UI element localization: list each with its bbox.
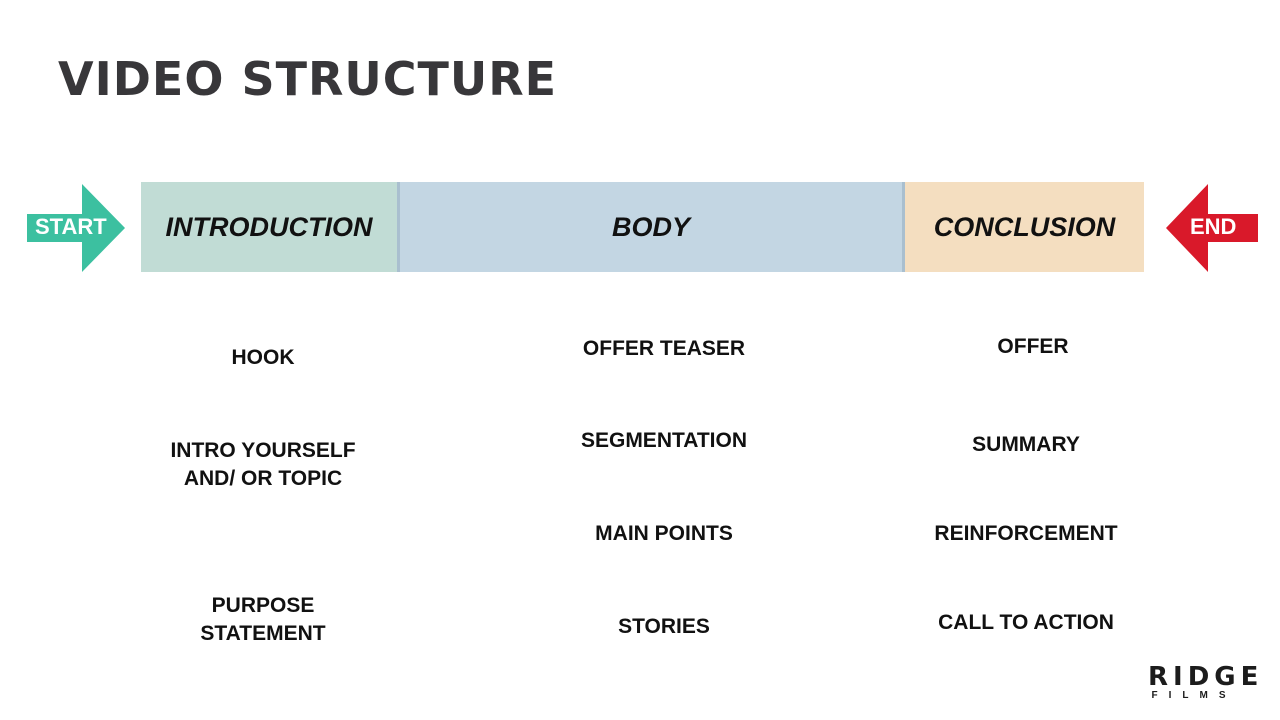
body-item: MAIN POINTS	[595, 522, 733, 545]
conclusion-item: REINFORCEMENT	[934, 522, 1118, 545]
conclusion-item: OFFER	[997, 335, 1069, 358]
start-arrow-icon	[27, 184, 125, 272]
introduction-label: INTRODUCTION	[165, 211, 373, 242]
conclusion-item: CALL TO ACTION	[938, 611, 1114, 634]
end-arrow-icon	[1166, 184, 1258, 272]
section-introduction: INTRODUCTION	[141, 182, 397, 272]
body-item: SEGMENTATION	[580, 429, 748, 452]
section-conclusion: CONCLUSION	[905, 182, 1144, 272]
body-label: BODY	[611, 211, 690, 242]
body-item: STORIES	[618, 615, 710, 638]
conclusion-label: CONCLUSION	[933, 211, 1116, 242]
intro-item: PURPOSE STATEMENT	[200, 594, 326, 645]
intro-item: INTRO YOURSELF AND/ OR TOPIC	[170, 439, 356, 490]
page-title: VIDEO STRUCTURE	[58, 52, 558, 106]
ridge-films-logo: RIDGE FILMS	[1148, 662, 1264, 701]
logo-bottom: FILMS	[1151, 690, 1237, 701]
start-label: START	[35, 214, 107, 239]
body-item: OFFER TEASER	[582, 337, 746, 360]
intro-item: HOOK	[231, 346, 295, 369]
end-label: END	[1190, 214, 1237, 239]
section-body: BODY	[397, 182, 905, 272]
conclusion-item: SUMMARY	[972, 433, 1080, 456]
logo-top: RIDGE	[1148, 662, 1264, 692]
